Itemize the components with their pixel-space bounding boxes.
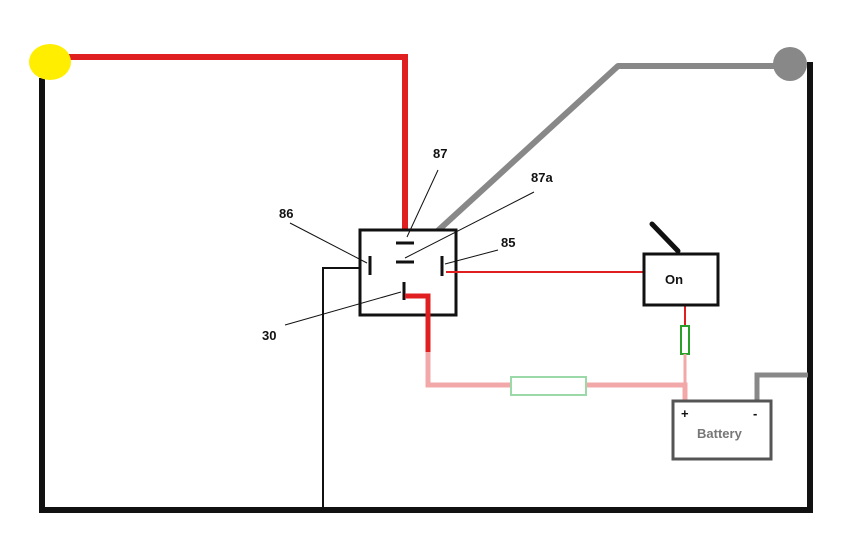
yellow-lamp bbox=[29, 44, 71, 80]
relay-86-ground-wire bbox=[322, 267, 365, 510]
on-switch: On bbox=[642, 221, 720, 307]
label-85: 85 bbox=[501, 235, 515, 250]
switch-lever bbox=[649, 221, 681, 254]
label-86: 86 bbox=[279, 206, 293, 221]
relay bbox=[358, 228, 458, 317]
red-wire-30 bbox=[405, 293, 431, 352]
ground-wires bbox=[39, 62, 813, 513]
inline-resistor bbox=[510, 376, 587, 396]
battery-label: Battery bbox=[697, 426, 743, 441]
battery: + - Battery bbox=[671, 399, 773, 461]
leader-85 bbox=[444, 249, 499, 265]
switch-label: On bbox=[665, 272, 683, 287]
label-30: 30 bbox=[262, 328, 276, 343]
switch-body bbox=[642, 252, 720, 307]
battery-minus: - bbox=[753, 406, 757, 421]
gray-lamp bbox=[773, 47, 807, 81]
leader-lines bbox=[284, 169, 535, 326]
battery-body bbox=[671, 399, 773, 461]
gray-wire-battery-negative bbox=[754, 372, 808, 403]
leader-87 bbox=[406, 169, 439, 238]
gray-wire-87a-to-lamp bbox=[405, 63, 790, 261]
leader-86 bbox=[289, 222, 368, 264]
label-87a: 87a bbox=[531, 170, 553, 185]
leader-30 bbox=[284, 291, 402, 326]
ground-frame-wire bbox=[39, 62, 813, 513]
fuse bbox=[680, 325, 690, 355]
battery-plus: + bbox=[681, 406, 689, 421]
leader-87a bbox=[404, 191, 535, 259]
label-87: 87 bbox=[433, 146, 447, 161]
red-wire-lamp-to-87 bbox=[52, 54, 408, 238]
